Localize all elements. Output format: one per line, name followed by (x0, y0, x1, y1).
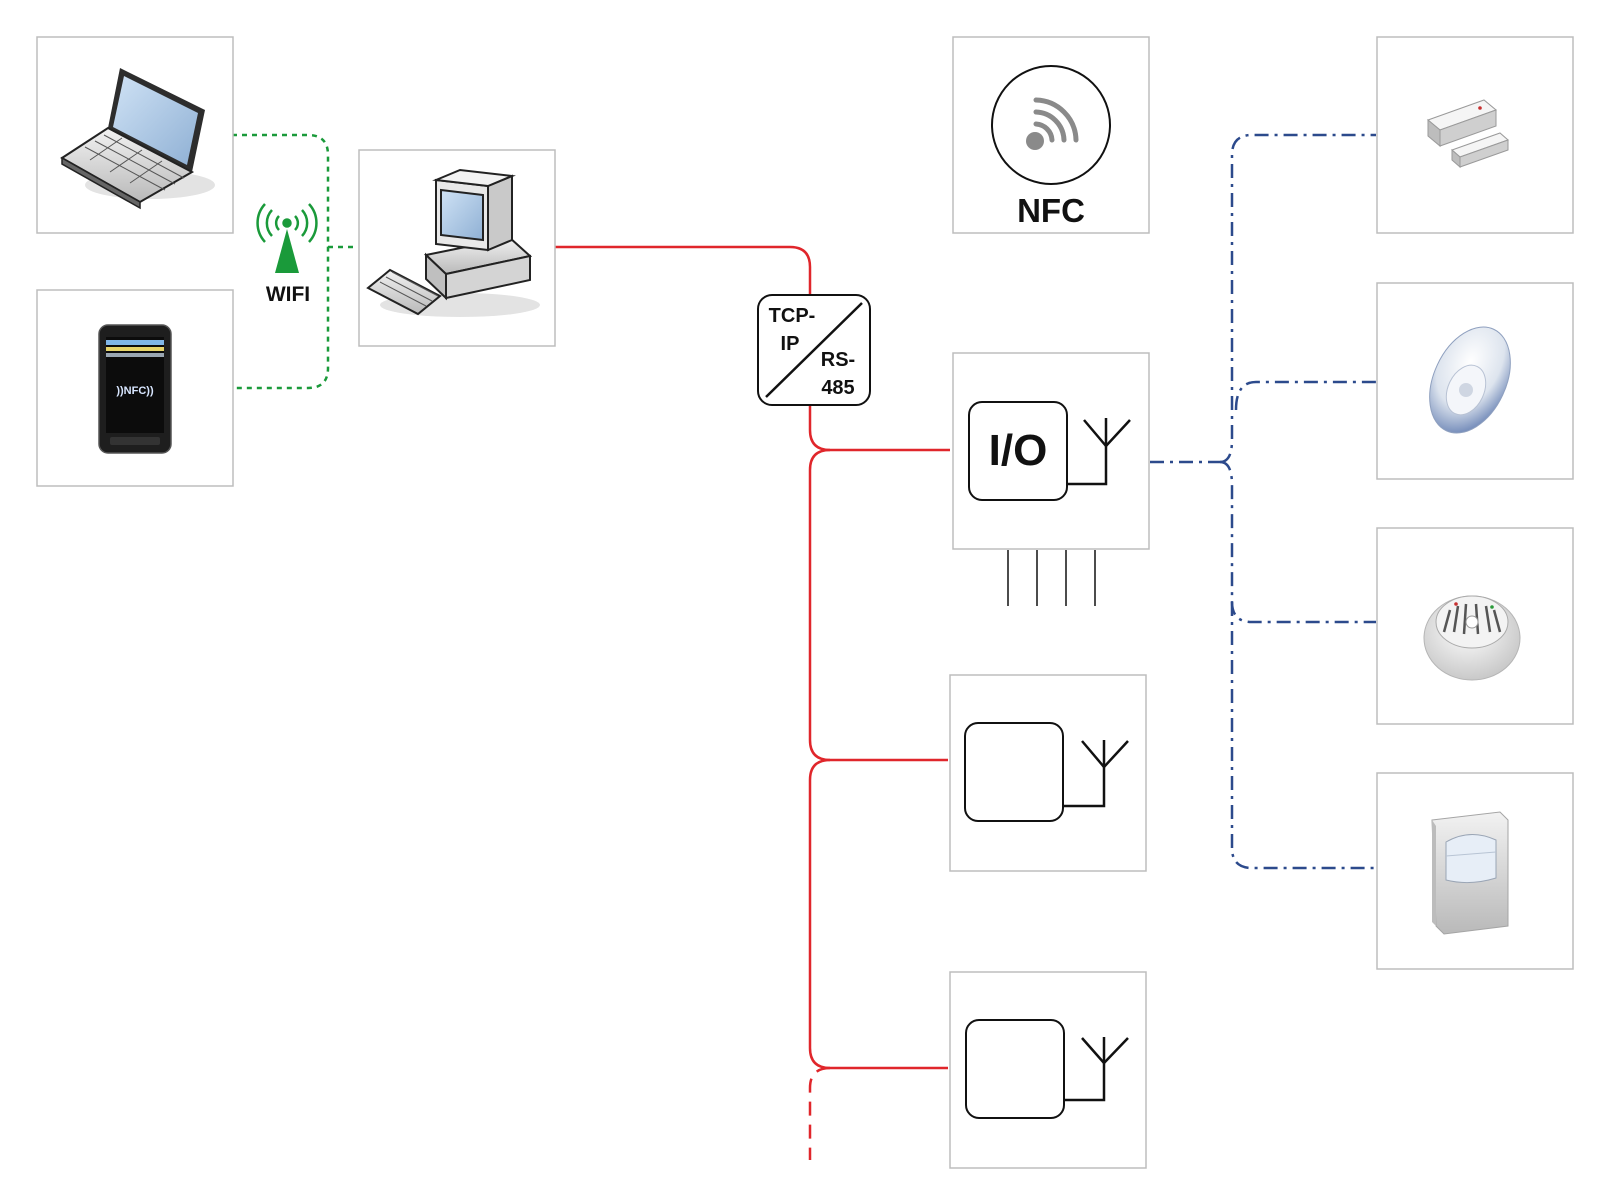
wireless-to-smoke-detector (1219, 460, 1376, 624)
panic-button-icon (1429, 326, 1511, 434)
nfc-label: NFC (1017, 192, 1085, 229)
wireless-to-motion-sensor (1230, 602, 1376, 870)
smoke-detector-icon (1423, 595, 1521, 681)
phone-nfc-label: ))NFC)) (116, 385, 154, 397)
bus-trunk-2 (808, 758, 948, 1070)
tcpip-rs485-converter: TCP- IP RS- 485 (757, 294, 871, 406)
wireless-to-door-contact (1219, 133, 1376, 464)
wireless-links (1150, 133, 1376, 870)
converter-tcp-label: TCP- (769, 305, 816, 327)
smoke-detector-box (1376, 527, 1574, 725)
desktop-box (358, 149, 556, 347)
desktop-computer-icon (366, 168, 540, 317)
wifi-link-laptop (232, 133, 330, 390)
wifi-antenna-icon (256, 203, 318, 273)
laptop-icon (60, 68, 215, 210)
radio-module-box-2 (949, 971, 1147, 1169)
radio-module-antenna-icon-2 (1064, 1037, 1129, 1102)
bus-continuation (808, 1066, 831, 1160)
laptop-box (36, 36, 234, 234)
wifi-antenna: WIFI (256, 203, 318, 306)
pir-motion-sensor-icon (1431, 811, 1509, 935)
converter-divider (765, 302, 863, 398)
door-contact-box (1376, 36, 1574, 234)
io-module-box: I/O (952, 352, 1150, 606)
motion-sensor-box (1376, 772, 1574, 970)
io-label: I/O (989, 426, 1048, 475)
wired-bus (555, 245, 950, 1160)
nfc-box: NFC (952, 36, 1150, 234)
wireless-to-panic-button (1234, 380, 1376, 411)
phone-box: ))NFC)) (36, 289, 234, 487)
io-block (968, 401, 1068, 501)
door-contact-sensor-icon (1427, 99, 1509, 169)
nfc-phone-icon: ))NFC)) (98, 324, 172, 454)
wifi-links (232, 133, 358, 390)
io-antenna-icon (1067, 418, 1131, 486)
wifi-label: WIFI (266, 283, 310, 306)
panic-button-box (1376, 282, 1574, 480)
converter-rs-label: RS- (821, 349, 855, 371)
radio-module-block-2 (965, 1019, 1065, 1119)
converter-ip-label: IP (781, 333, 800, 355)
radio-module-block-1 (964, 722, 1064, 822)
bus-trunk-1 (808, 448, 948, 762)
radio-module-box-1 (949, 674, 1147, 872)
bus-converter-to-io (808, 405, 950, 452)
converter-485-label: 485 (821, 377, 854, 399)
radio-module-antenna-icon-1 (1063, 740, 1129, 808)
bus-desktop-to-converter (555, 245, 812, 295)
io-wire-terminals (1007, 550, 1096, 606)
nfc-reader-icon (991, 65, 1111, 185)
